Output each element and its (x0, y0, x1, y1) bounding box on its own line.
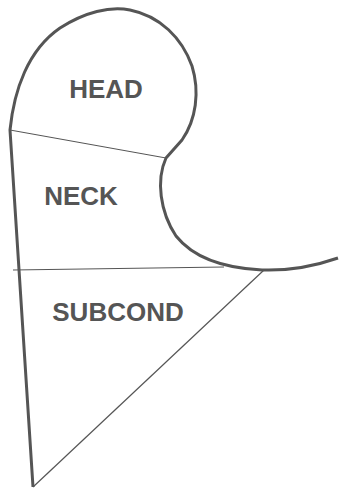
neck-subcondylar-line (13, 267, 224, 270)
head-neck-line (10, 130, 166, 158)
region-label: HEAD (69, 76, 143, 102)
subcondylar-boundary (33, 270, 264, 487)
region-label: SUBCOND (52, 299, 183, 325)
region-label: NECK (44, 183, 118, 209)
bone-outline (10, 9, 338, 487)
